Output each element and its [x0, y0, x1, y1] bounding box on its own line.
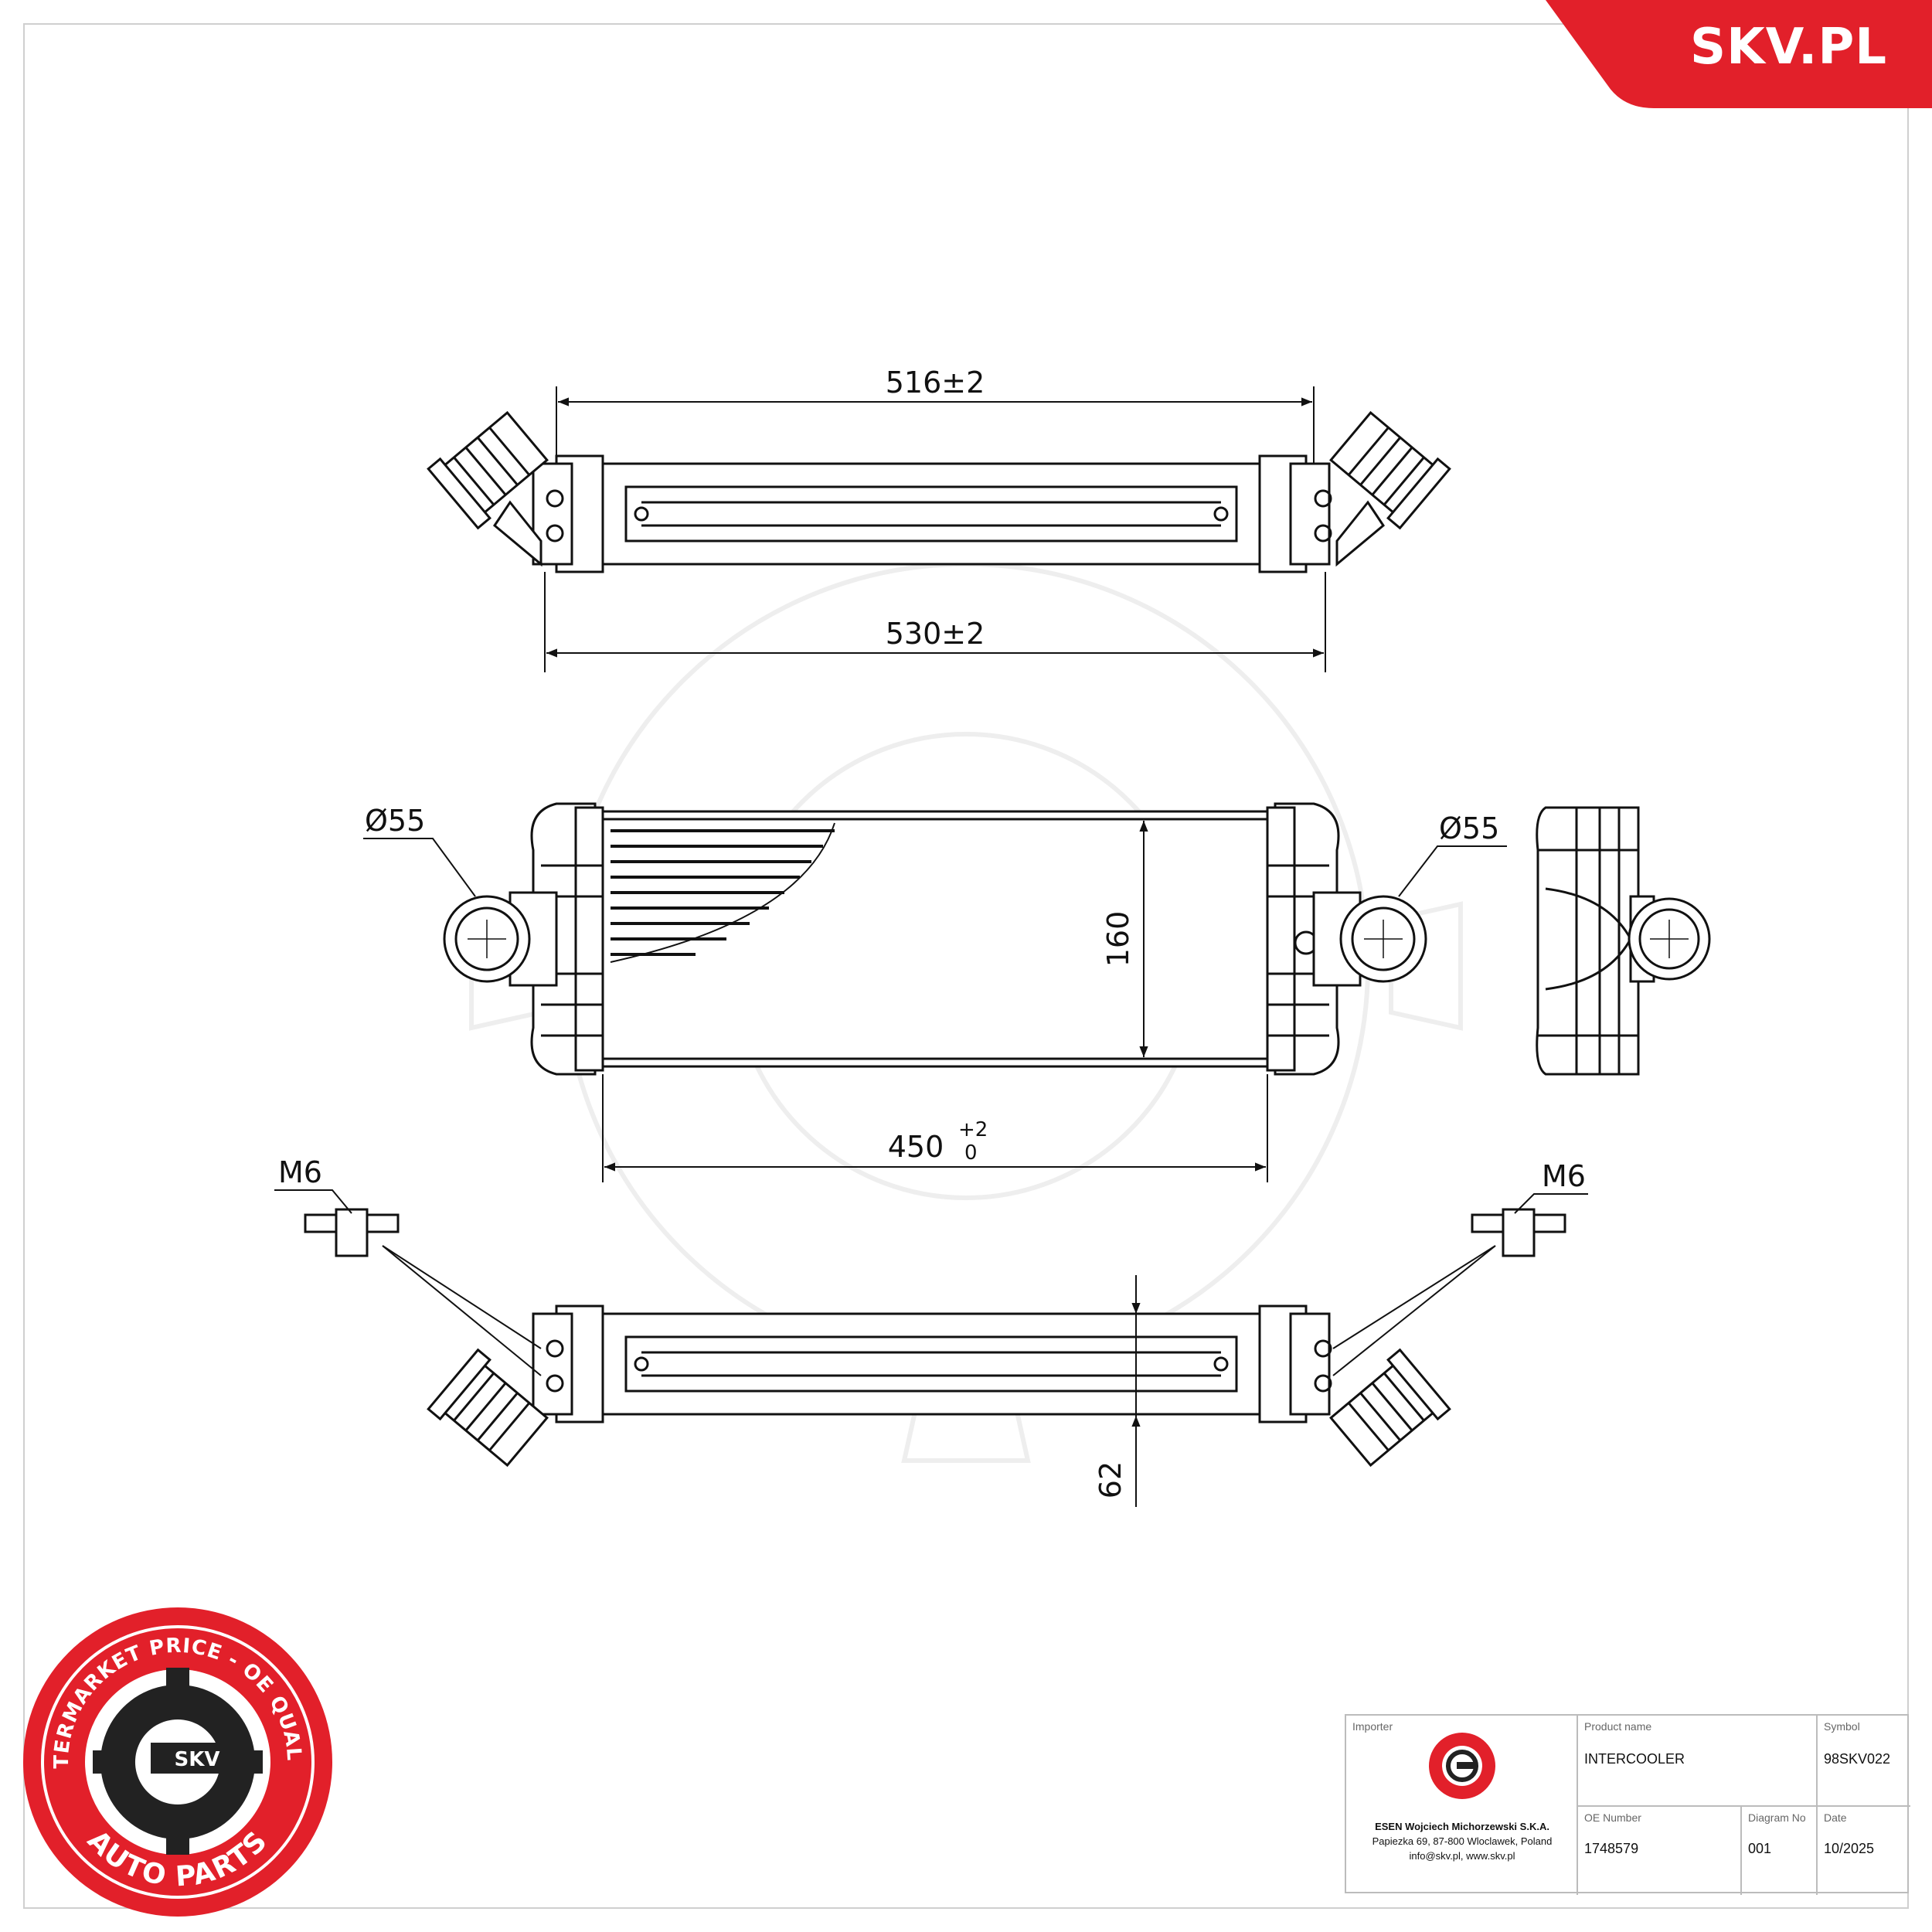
importer-caption: Importer	[1352, 1720, 1393, 1733]
dim-diameter-left: Ø55	[365, 804, 425, 838]
importer-address: Papiezka 69, 87-800 Wloclawek, Poland	[1372, 1835, 1553, 1847]
label-thread-left: M6	[278, 1155, 322, 1189]
brand-tab	[1546, 0, 1932, 108]
dim-lines-bottom	[274, 1189, 1588, 1507]
symbol-value: 98SKV022	[1824, 1751, 1891, 1767]
front-view	[443, 802, 1427, 1076]
product-value: INTERCOOLER	[1584, 1751, 1685, 1767]
importer-name: ESEN Wojciech Michorzewski S.K.A.	[1375, 1821, 1549, 1832]
title-block: Importer ESEN Wojciech Michorzewski S.K.…	[1345, 1714, 1910, 1895]
side-view	[1536, 806, 1711, 1076]
dim-depth: 62	[1094, 1461, 1128, 1498]
date-cell: Date 10/2025	[1818, 1807, 1910, 1895]
quality-badge: AFTERMARKET PRICE - OE QUALITY AUTO PART…	[0, 0, 332, 1917]
label-thread-right: M6	[1542, 1159, 1586, 1193]
top-view	[427, 410, 1451, 573]
oe-cell: OE Number 1748579	[1578, 1807, 1740, 1895]
dim-diameter-right: Ø55	[1439, 811, 1499, 845]
importer-cell: Importer ESEN Wojciech Michorzewski S.K.…	[1346, 1716, 1577, 1895]
dim-core-width: 450	[888, 1130, 944, 1164]
product-cell: Product name INTERCOOLER	[1578, 1716, 1816, 1805]
diagram-value: 001	[1748, 1841, 1772, 1856]
bottom-view	[304, 1208, 1566, 1468]
drawing-frame	[23, 23, 1909, 1909]
badge-ring-top: AFTERMARKET PRICE - OE QUALITY	[0, 0, 305, 1769]
product-caption: Product name	[1584, 1720, 1652, 1733]
dim-top-width: 516±2	[886, 366, 985, 400]
date-value: 10/2025	[1824, 1841, 1875, 1856]
importer-details: ESEN Wojciech Michorzewski S.K.A. Papiez…	[1346, 1819, 1578, 1863]
oe-caption: OE Number	[1584, 1811, 1641, 1824]
badge-center-label: SKV	[175, 1748, 220, 1771]
dim-core-tol-upper: +2	[958, 1118, 988, 1141]
diagram-caption: Diagram No	[1748, 1811, 1806, 1824]
oe-value: 1748579	[1584, 1841, 1639, 1856]
diagram-cell: Diagram No 001	[1742, 1807, 1816, 1895]
importer-logo	[1429, 1733, 1495, 1799]
dim-bottom-width: 530±2	[886, 617, 985, 651]
dim-core-tol-lower: 0	[964, 1141, 978, 1165]
dim-height: 160	[1101, 911, 1135, 968]
dim-lines-front	[363, 821, 1507, 1182]
dim-lines-top	[544, 386, 1326, 672]
brand-site-label: SKV.PL	[1690, 19, 1887, 76]
symbol-caption: Symbol	[1824, 1720, 1860, 1733]
date-caption: Date	[1824, 1811, 1847, 1824]
importer-contact: info@skv.pl, www.skv.pl	[1409, 1850, 1515, 1862]
symbol-cell: Symbol 98SKV022	[1818, 1716, 1910, 1805]
